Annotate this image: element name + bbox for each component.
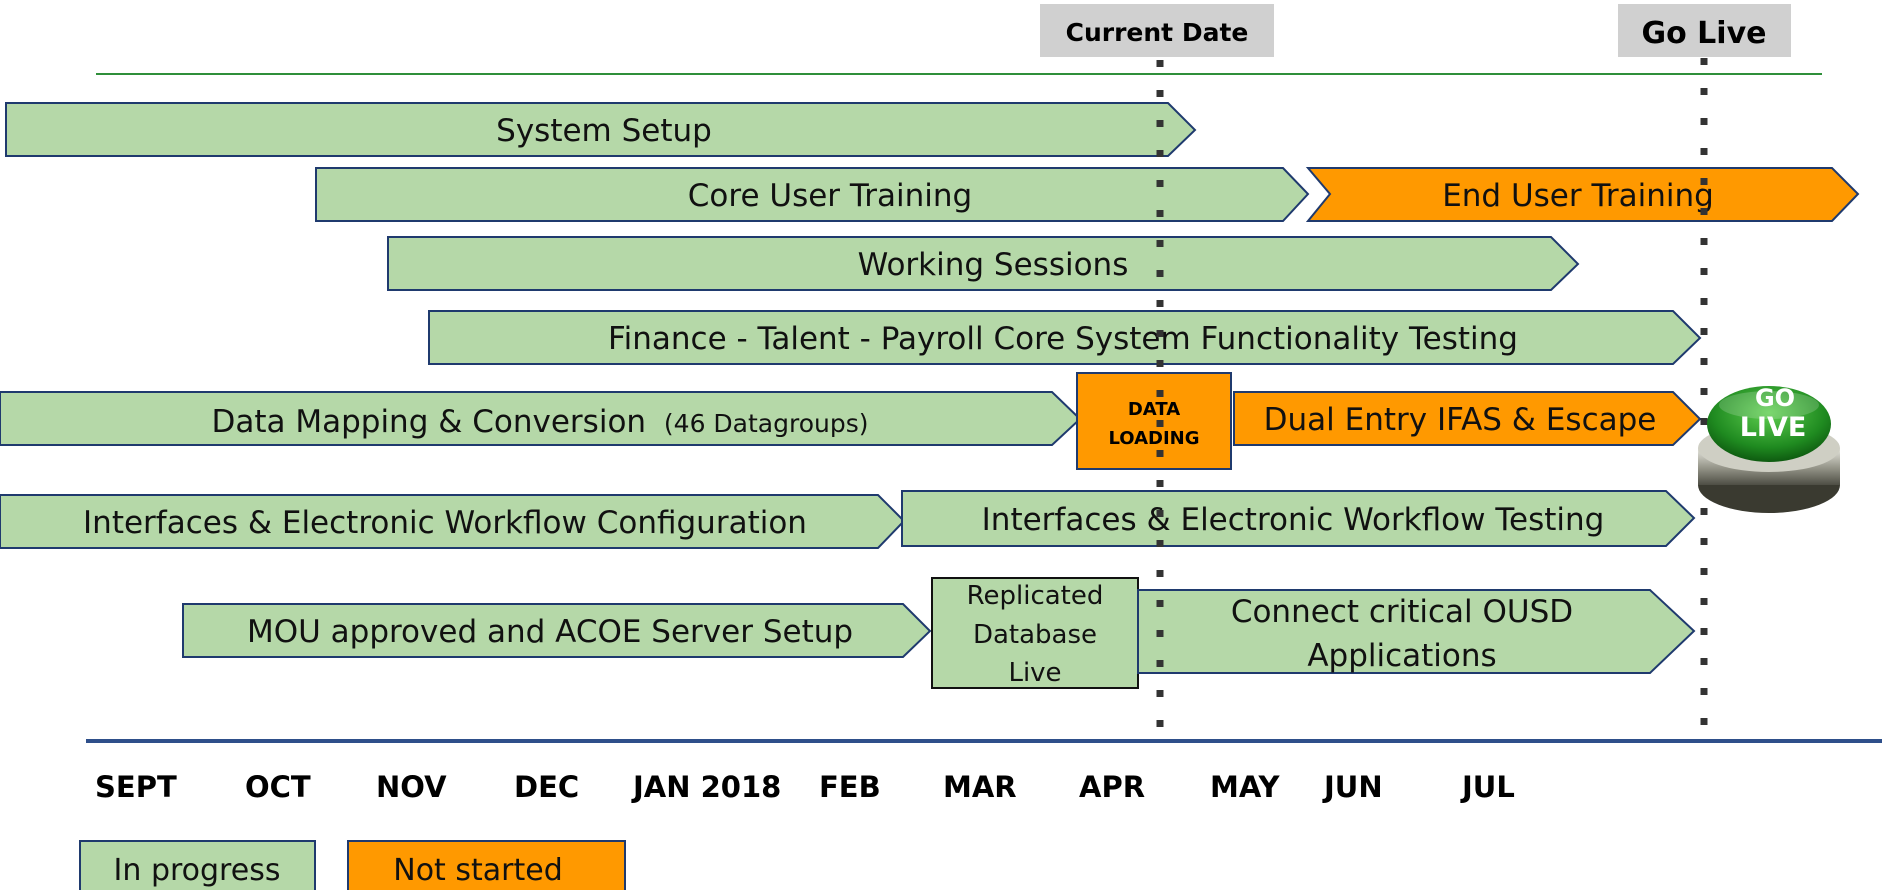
task-label: Working Sessions <box>858 247 1129 283</box>
month-label: OCT <box>245 770 311 804</box>
task-label: Data Mapping & Conversion <box>211 404 646 440</box>
month-labels: SEPT OCT NOV DEC JAN 2018 FEB MAR APR MA… <box>95 770 1515 804</box>
task-mou: MOU approved and ACOE Server Setup <box>182 603 932 658</box>
month-label: MAY <box>1210 770 1281 804</box>
task-label: MOU approved and ACOE Server Setup <box>247 614 853 650</box>
task-label: Interfaces & Electronic Workflow Testing <box>982 502 1605 538</box>
task-working-sessions: Working Sessions <box>387 236 1580 291</box>
go-live-marker: Go Live <box>1618 4 1791 57</box>
task-core-user-training: Core User Training <box>315 167 1310 222</box>
task-label: System Setup <box>496 113 712 149</box>
task-dual-entry: Dual Entry IFAS & Escape <box>1233 391 1702 446</box>
replicated-line3: Live <box>1008 658 1061 688</box>
data-loading-line1: DATA <box>1128 399 1180 420</box>
task-replicated-database: Replicated Database Live <box>931 577 1139 689</box>
legend-label: Not started <box>393 853 562 888</box>
task-interfaces-config: Interfaces & Electronic Workflow Configu… <box>0 494 906 549</box>
legend-in-progress: In progress <box>79 840 316 890</box>
task-connect-applications: Connect critical OUSD Applications <box>1137 589 1696 674</box>
task-label: Interfaces & Electronic Workflow Configu… <box>83 505 807 541</box>
month-label: FEB <box>819 770 881 804</box>
month-label: SEPT <box>95 770 177 804</box>
task-label: Finance - Talent - Payroll Core System F… <box>608 321 1518 357</box>
replicated-line2: Database <box>973 620 1097 650</box>
task-data-loading: DATA LOADING <box>1076 372 1232 470</box>
data-loading-line2: LOADING <box>1108 428 1199 449</box>
go-live-button-line2: LIVE <box>1740 412 1807 443</box>
task-label: Core User Training <box>688 178 972 214</box>
task-end-user-training: End User Training <box>1305 167 1860 222</box>
month-label: NOV <box>376 770 447 804</box>
legend-not-started: Not started <box>347 840 626 890</box>
task-label: End User Training <box>1442 178 1714 214</box>
task-label: Dual Entry IFAS & Escape <box>1264 402 1657 438</box>
task-functionality-testing: Finance - Talent - Payroll Core System F… <box>428 310 1702 365</box>
replicated-line1: Replicated <box>967 581 1104 611</box>
svg-text:Data Mapping & Conversion: Data Mapping & Conversion (46 Datagroups… <box>211 404 868 440</box>
current-date-label: Current Date <box>1066 18 1249 47</box>
task-interfaces-testing: Interfaces & Electronic Workflow Testing <box>901 490 1696 547</box>
connect-line1: Connect critical OUSD <box>1231 594 1573 630</box>
go-live-button-icon: GO LIVE <box>1698 384 1840 513</box>
legend-label: In progress <box>114 853 281 888</box>
month-label: MAR <box>943 770 1017 804</box>
month-label: JUN <box>1322 770 1383 804</box>
go-live-label: Go Live <box>1642 16 1767 51</box>
month-label: DEC <box>514 770 579 804</box>
task-system-setup: System Setup <box>5 102 1197 157</box>
month-label: JAN 2018 <box>631 770 781 804</box>
month-label: JUL <box>1460 770 1515 804</box>
go-live-button-line1: GO <box>1755 384 1795 412</box>
task-data-mapping: Data Mapping & Conversion (46 Datagroups… <box>0 391 1082 446</box>
task-sublabel: (46 Datagroups) <box>664 409 869 438</box>
month-label: APR <box>1079 770 1145 804</box>
current-date-marker: Current Date <box>1040 4 1274 57</box>
connect-line2: Applications <box>1307 638 1496 674</box>
